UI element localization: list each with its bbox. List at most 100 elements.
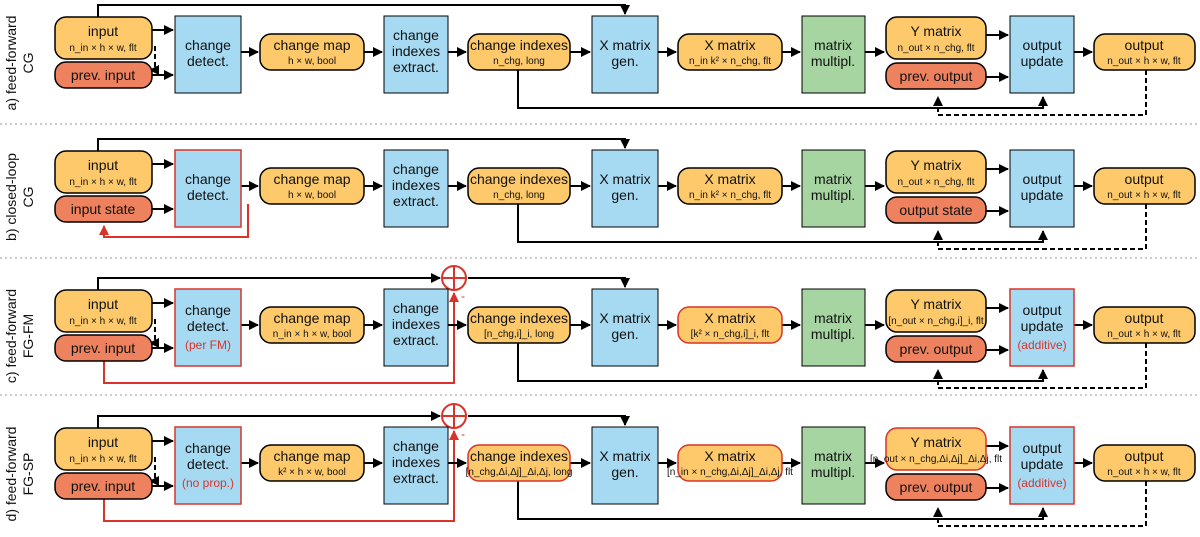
input-title: input [88, 296, 118, 312]
prev-output-node [885, 335, 987, 363]
output-node [1093, 306, 1196, 344]
x-matrix-title: X matrix [704, 37, 755, 53]
detect-line1: change [185, 302, 231, 318]
y-matrix-node [885, 16, 987, 60]
prev-input-node [54, 472, 153, 500]
mult-line1: matrix [814, 37, 852, 53]
change-detect-block [174, 149, 242, 228]
change-map-sub: k² × h × w, bool [278, 467, 346, 478]
x-matrix-gen-block [591, 288, 659, 367]
extract-line2: indexes [392, 43, 440, 59]
extract-line2: indexes [392, 316, 440, 332]
output-title: output [1125, 448, 1164, 464]
update-line1: output [1023, 37, 1062, 53]
extract-line3: extract. [393, 193, 439, 209]
output-sub: n_out × h × w, flt [1107, 329, 1181, 340]
change-map-node [259, 167, 365, 205]
row-label-line1: d) feed-forward [3, 427, 19, 522]
x-matrix-sub: n_in k² × n_chg, flt [689, 190, 771, 201]
row-label-line2: FG-SP [20, 453, 36, 496]
detect-line1: change [185, 440, 231, 456]
detect-line2: detect. [187, 187, 229, 203]
input-state-title: input state [71, 201, 136, 217]
change-indexes-title: change indexes [470, 171, 568, 187]
update-extra: (additive) [1017, 476, 1066, 490]
prev-input-node [54, 334, 153, 362]
input-node [54, 289, 153, 333]
change-detect-block [174, 426, 242, 505]
detect-extra: (no prop.) [182, 476, 234, 490]
xgen-line2: gen. [611, 53, 638, 69]
change-map-title: change map [273, 171, 350, 187]
x-matrix-gen-block [591, 149, 659, 228]
x-matrix-node [677, 306, 783, 344]
change-map-title: change map [273, 448, 350, 464]
extract-line1: change [393, 438, 439, 454]
row-label-line1: b) closed-loop [3, 153, 19, 241]
row-label-line1: c) feed-forward [3, 289, 19, 383]
change-indexes-node [467, 167, 571, 205]
output-update-block [1009, 288, 1075, 367]
update-line1: output [1023, 171, 1062, 187]
change-indexes-sub: [n_chg,i]_i, long [484, 329, 554, 340]
update-extra: (additive) [1017, 338, 1066, 352]
mult-line2: multipl. [811, 53, 855, 69]
prev-input-node [54, 61, 153, 89]
mult-line2: multipl. [811, 326, 855, 342]
xgen-line2: gen. [611, 326, 638, 342]
change-indexes-title: change indexes [470, 448, 568, 464]
prev-input-title: prev. input [71, 340, 135, 356]
output-state-title: output state [899, 202, 972, 218]
indexes-extract-block [383, 149, 449, 228]
update-line2: update [1021, 187, 1064, 203]
update-line1: output [1023, 440, 1062, 456]
indexes-extract-block [383, 15, 449, 94]
output-node [1093, 167, 1196, 205]
xgen-line2: gen. [611, 464, 638, 480]
y-matrix-sub: [n_out × n_chg,i]_i, flt [888, 316, 984, 327]
output-node [1093, 444, 1196, 482]
prev-output-node [885, 473, 987, 501]
x-matrix-title: X matrix [704, 448, 755, 464]
extract-line2: indexes [392, 177, 440, 193]
x-matrix-sub: [n_in × n_chg,Δi,Δj]_Δi,Δj, flt [667, 467, 793, 478]
matrix-multiply-block [801, 15, 866, 94]
change-indexes-sub: n_chg, long [493, 190, 545, 201]
xgen-line1: X matrix [599, 448, 650, 464]
output-title: output [1125, 171, 1164, 187]
row-label-line2: FG-FM [20, 314, 36, 358]
extract-line1: change [393, 27, 439, 43]
y-matrix-sub: n_out × n_chg, flt [897, 43, 974, 54]
x-matrix-title: X matrix [704, 171, 755, 187]
output-update-block [1009, 15, 1075, 94]
row-c: c) feed-forward FG-FM - input n_in × h ×… [3, 265, 1196, 389]
input-sub: n_in × h × w, flt [69, 316, 136, 327]
matrix-multiply-block [801, 149, 866, 228]
indexes-extract-block [383, 426, 449, 505]
update-line2: update [1021, 53, 1064, 69]
detect-line2: detect. [187, 318, 229, 334]
output-state-node [885, 196, 987, 224]
xgen-line1: X matrix [599, 310, 650, 326]
xgen-line1: X matrix [599, 171, 650, 187]
mult-line2: multipl. [811, 187, 855, 203]
change-map-title: change map [273, 310, 350, 326]
extract-line3: extract. [393, 332, 439, 348]
detect-extra: (per FM) [185, 338, 231, 352]
update-line2: update [1021, 456, 1064, 472]
matrix-multiply-block [801, 426, 866, 505]
change-indexes-node [467, 33, 571, 71]
indexes-extract-block [383, 288, 449, 367]
x-matrix-sub: n_in k² × n_chg, flt [689, 56, 771, 67]
x-matrix-gen-block [591, 426, 659, 505]
input-node [54, 16, 153, 60]
output-sub: n_out × h × w, flt [1107, 56, 1181, 67]
input-title: input [88, 23, 118, 39]
change-indexes-title: change indexes [470, 37, 568, 53]
prev-output-title: prev. output [900, 341, 973, 357]
y-matrix-title: Y matrix [910, 434, 961, 450]
detect-line1: change [185, 171, 231, 187]
input-sub: n_in × h × w, flt [69, 43, 136, 54]
change-map-node [259, 306, 365, 344]
